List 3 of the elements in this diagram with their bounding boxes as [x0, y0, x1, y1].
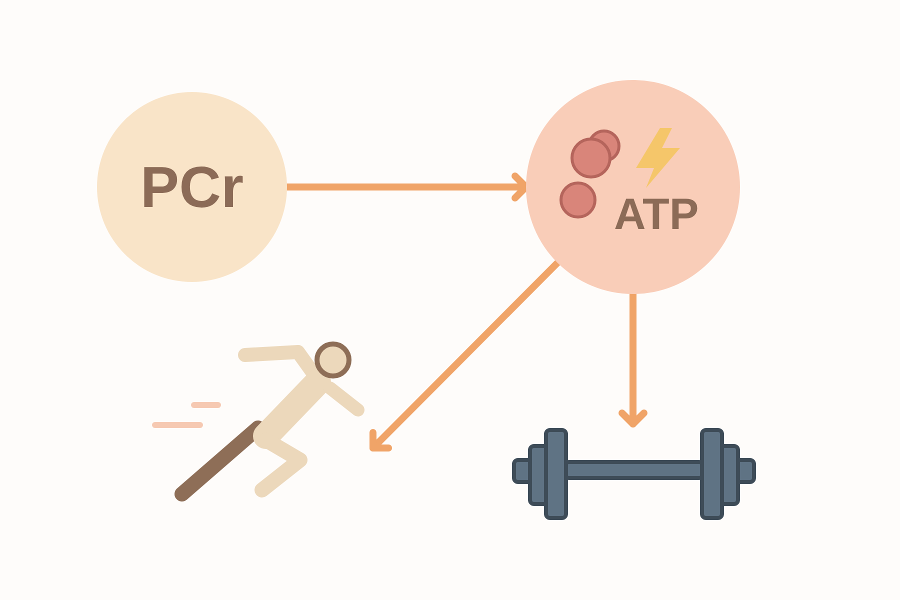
arrow: [369, 259, 561, 452]
node-label: ATP: [614, 190, 699, 240]
node-label: PCr: [140, 154, 244, 220]
